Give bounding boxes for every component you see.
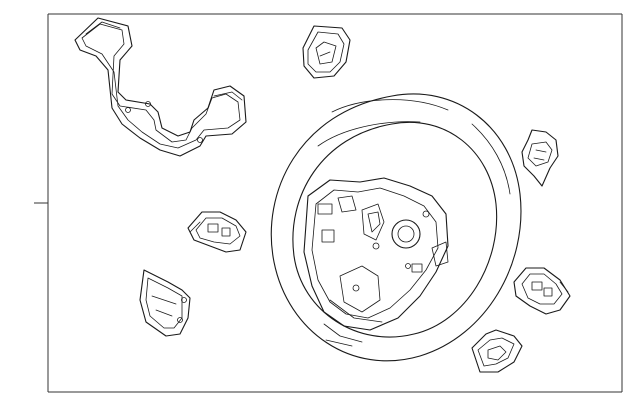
switch-cover-lower-left xyxy=(139,269,191,337)
switch-cover-right-upper xyxy=(521,129,559,187)
switch-right xyxy=(513,267,571,315)
steering-wheel xyxy=(270,93,522,362)
switch-left xyxy=(187,211,247,253)
switch-cover-lower-right xyxy=(471,329,523,373)
switch-bezel-trim xyxy=(74,17,247,157)
diagram-frame xyxy=(34,13,623,393)
switch-cover-upper-left xyxy=(302,25,351,79)
